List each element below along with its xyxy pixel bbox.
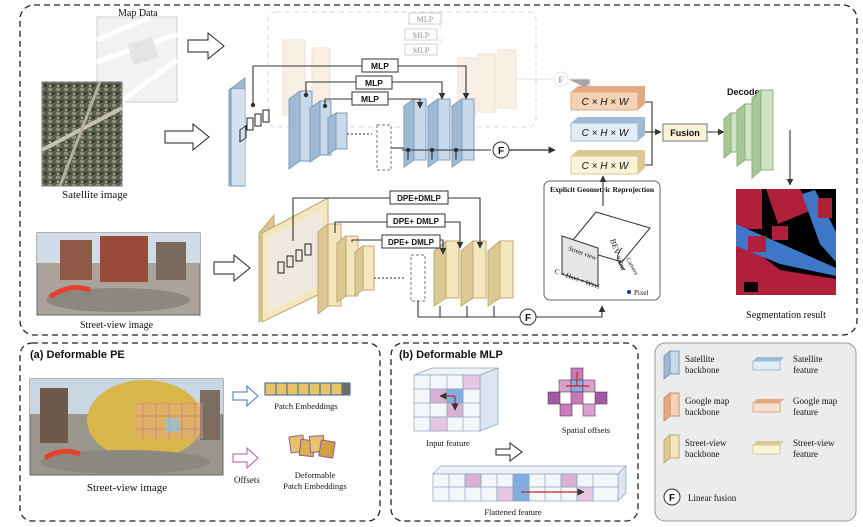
satellite-fusion-symbol: F [498, 146, 504, 157]
street-view-plane: Street view [561, 235, 599, 287]
panel-b-title: (b) Deformable MLP [399, 349, 503, 361]
offsets-arrow-patch [232, 384, 259, 408]
street-fusion-symbol: F [525, 313, 531, 324]
legend-google-backbone-l2: backbone [685, 407, 719, 417]
svg-text:DPE+DMLP: DPE+DMLP [397, 194, 441, 203]
legend-google-feature: Google map feature [752, 396, 838, 417]
panel-a-frame [19, 342, 381, 522]
deformable-label-line1: Deformable [295, 470, 336, 480]
input-arrow-street [213, 253, 251, 283]
ghost-fusion-symbol: F [558, 75, 564, 85]
ghost-mlp-label-2: MLP [413, 31, 430, 40]
input-arrow-satellite [164, 122, 210, 152]
satellite-decoder-blocks [376, 98, 475, 171]
decoder-blocks [723, 88, 774, 180]
svg-text:DPE+ DMLP: DPE+ DMLP [388, 238, 435, 247]
street-feature-slab [570, 150, 645, 175]
satellite-feature-dims: C × H × W [582, 128, 630, 139]
dpe-label-1: DPE+DMLP [389, 190, 449, 205]
legend-street-feature: Street-view feature [752, 438, 835, 459]
legend-street-backbone: Street-view backbone [663, 433, 727, 465]
input-feature-label: Input feature [426, 438, 470, 448]
panel-a-title: (a) Deformable PE [30, 349, 125, 361]
reprojection-title: Explicit Geometric Reprojection [550, 185, 655, 194]
legend-google-feature-l1: Google map [793, 396, 838, 406]
flatten-arrow [495, 442, 523, 462]
legend-linear-fusion: F Linear fusion [663, 488, 737, 506]
street-view-backbone [258, 197, 329, 324]
map-data-label: Map Data [118, 8, 158, 19]
svg-text:DPE+ DMLP: DPE+ DMLP [393, 217, 440, 226]
deformable-label-line2: Patch Embeddings [283, 481, 347, 491]
ghost-mlp-labels: MLP MLP MLP [404, 12, 442, 56]
street-feature-dims: C × H × W [582, 161, 630, 172]
pixel-dot [627, 290, 631, 294]
patch-embeddings-label: Patch Embeddings [274, 401, 338, 411]
street-view-image-label: Street-view image [80, 320, 154, 331]
street-view-image [36, 232, 201, 316]
mlp-label-1: MLP [361, 58, 399, 73]
fusion-label: Fusion [670, 128, 700, 138]
decoder-label: Decoder [727, 87, 764, 97]
segmentation-result-image [736, 189, 836, 295]
pixel-label: Pixel [634, 289, 648, 297]
legend-satellite-feature-l2: feature [793, 365, 818, 375]
offsets-label: Offsets [234, 475, 260, 485]
legend-google-feature-l2: feature [793, 407, 818, 417]
panel-a-street-image [29, 378, 224, 476]
ghost-mlp-label-1: MLP [417, 15, 434, 24]
legend-google-backbone-l1: Google map [685, 396, 730, 406]
legend-street-backbone-l1: Street-view [685, 438, 727, 448]
mlp-label-3: MLP [351, 91, 389, 106]
segmentation-result-label: Segmentation result [746, 310, 826, 321]
legend-linear-fusion-label: Linear fusion [688, 493, 737, 503]
flattened-feature-label: Flattened feature [484, 507, 542, 517]
legend-satellite-feature-l1: Satellite [793, 354, 823, 364]
legend-street-feature-l2: feature [793, 449, 818, 459]
legend-google-backbone: Google map backbone [663, 391, 730, 423]
satellite-image-label: Satellite image [62, 189, 128, 201]
legend-satellite-backbone-l2: backbone [685, 365, 719, 375]
svg-text:MLP: MLP [365, 78, 383, 88]
dpe-label-3: DPE+ DMLP [381, 234, 441, 249]
legend-fusion-symbol: F [669, 493, 675, 504]
map-data-image [96, 14, 179, 105]
svg-text:MLP: MLP [361, 94, 379, 104]
street-linear-fusion [519, 308, 537, 326]
legend-satellite-backbone-l1: Satellite [685, 354, 715, 364]
satellite-backbone [228, 77, 270, 188]
flattened-feature [432, 465, 627, 502]
legend-street-backbone-l2: backbone [685, 449, 719, 459]
spatial-offsets-label: Spatial offsets [562, 425, 610, 435]
ghost-mlp-label-3: MLP [413, 46, 430, 55]
patch-embeddings-strip [264, 382, 351, 396]
google-feature-dims: C × H × W [582, 97, 630, 108]
input-feature-cube [413, 367, 499, 432]
feature-merge-bracket [645, 101, 653, 166]
legend-street-feature-l1: Street-view [793, 438, 835, 448]
offsets-arrow-deformable [232, 446, 259, 470]
panel-b-frame [390, 342, 639, 522]
legend-satellite-feature: Satellite feature [752, 354, 823, 375]
mlp-label-2: MLP [355, 75, 393, 90]
satellite-image [41, 81, 123, 187]
svg-text:MLP: MLP [371, 61, 389, 71]
main-frame [19, 4, 858, 336]
legend-satellite-backbone: Satellite backbone [663, 349, 719, 381]
input-arrow-map [187, 31, 225, 61]
street-encoder-blocks [317, 222, 375, 316]
google-feature-slab [570, 86, 645, 111]
satellite-feature-slab [570, 117, 645, 142]
panel-a-image-caption: Street-view image [87, 482, 167, 494]
street-skip-connections [292, 197, 606, 318]
deformable-patches [288, 434, 336, 459]
street-decoder-blocks [410, 239, 514, 307]
satellite-encoder-blocks [288, 90, 348, 170]
spatial-offsets-cubes [547, 367, 608, 417]
legend-box [654, 342, 857, 522]
dpe-label-2: DPE+ DMLP [386, 213, 446, 228]
